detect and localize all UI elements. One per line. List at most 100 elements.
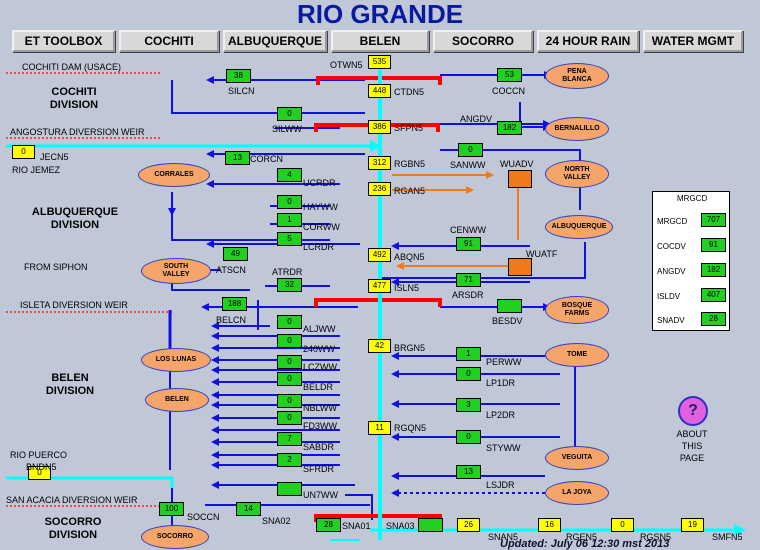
- station-cenww[interactable]: 91: [456, 237, 481, 251]
- station-sna02[interactable]: 14: [236, 502, 261, 516]
- station-besdv-label: BESDV: [492, 316, 523, 326]
- gauge-rgan5[interactable]: 236: [368, 182, 391, 196]
- legend-cocdv-value[interactable]: 91: [701, 238, 726, 252]
- station-sna01[interactable]: 28: [316, 518, 341, 532]
- station-hayww[interactable]: 0: [277, 195, 302, 209]
- division-albuquerque: ALBUQUERQUE DIVISION: [31, 206, 119, 231]
- station-silcn[interactable]: 38: [226, 69, 251, 83]
- updated-timestamp: Updated: July 06 12:30 mst 2013: [500, 538, 670, 550]
- legend-mrgcd-value[interactable]: 707: [701, 213, 726, 227]
- station-styww[interactable]: 0: [456, 430, 481, 444]
- nav-24-hour-rain[interactable]: 24 HOUR RAIN: [537, 30, 639, 52]
- place-south-valley[interactable]: SOUTH VALLEY: [141, 258, 211, 284]
- station-atscn[interactable]: 49: [223, 247, 248, 261]
- legend-cocdv-label: COCDV: [657, 242, 686, 251]
- station-sabdr[interactable]: 7: [277, 432, 302, 446]
- station-perww-label: PERWW: [486, 357, 522, 367]
- gauge-sfpn5[interactable]: 386: [368, 120, 391, 134]
- legend-title: MRGCD: [677, 194, 708, 203]
- help-question-icon[interactable]: ?: [678, 396, 708, 426]
- station-lp1dr-label: LP1DR: [486, 378, 516, 388]
- station-aljww[interactable]: 0: [277, 315, 302, 329]
- station-sna02-label: SNA02: [262, 516, 291, 526]
- station-coccn[interactable]: 53: [497, 68, 522, 82]
- gauge-rgen5[interactable]: 16: [538, 518, 561, 532]
- station-240ww[interactable]: 0: [277, 334, 302, 348]
- gauge-otwn5[interactable]: 535: [368, 55, 391, 69]
- station-beldr[interactable]: 0: [277, 372, 302, 386]
- station-silww-label: SILWW: [272, 124, 302, 134]
- nav-belen[interactable]: BELEN: [331, 30, 429, 52]
- station-lp1dr[interactable]: 0: [456, 367, 481, 381]
- place-los-lunas[interactable]: LOS LUNAS: [141, 348, 211, 372]
- station-corww[interactable]: 1: [277, 213, 302, 227]
- wastewater-plant-wuatf[interactable]: [508, 258, 532, 276]
- legend-isldv-value[interactable]: 407: [701, 288, 726, 302]
- place-corrales[interactable]: CORRALES: [138, 163, 210, 187]
- nav-socorro[interactable]: SOCORRO: [433, 30, 533, 52]
- nav-albuquerque[interactable]: ALBUQUERQUE: [223, 30, 327, 52]
- label-rio-jemez: RIO JEMEZ: [12, 165, 61, 175]
- station-lsjdr[interactable]: 13: [456, 465, 481, 479]
- place-albuquerque[interactable]: ALBUQUERQUE: [545, 215, 613, 239]
- station-atrdr[interactable]: 32: [277, 278, 302, 292]
- gauge-snan5[interactable]: 26: [457, 518, 480, 532]
- station-soccn-label: SOCCN: [187, 512, 220, 522]
- gauge-jecn5[interactable]: 0: [12, 145, 35, 159]
- about-this-page-link[interactable]: ABOUT THIS PAGE: [676, 429, 708, 463]
- station-sfrdr[interactable]: 2: [277, 453, 302, 467]
- station-lsjdr-label: LSJDR: [486, 480, 515, 490]
- station-lcrdr[interactable]: 5: [277, 232, 302, 246]
- place-bernalillo[interactable]: BERNALILLO: [545, 117, 609, 141]
- station-un7ww-label: UN7WW: [303, 490, 338, 500]
- station-un7ww[interactable]: [277, 482, 302, 496]
- nav-cochiti[interactable]: COCHITI: [119, 30, 219, 52]
- gauge-rgqn5[interactable]: 11: [368, 421, 391, 435]
- station-sabdr-label: SABDR: [303, 442, 335, 452]
- station-besdv[interactable]: [497, 299, 522, 313]
- station-soccn[interactable]: 100: [159, 502, 184, 516]
- label-rio-puerco: RIO PUERCO: [10, 450, 68, 460]
- station-ucrdr-label: UCRDR: [303, 178, 336, 188]
- gauge-isln5[interactable]: 477: [368, 279, 391, 293]
- gauge-rgbn5[interactable]: 312: [368, 156, 391, 170]
- station-perww[interactable]: 1: [456, 347, 481, 361]
- nav-water-mgmt[interactable]: WATER MGMT: [643, 30, 743, 52]
- station-corcn[interactable]: 13: [225, 151, 250, 165]
- station-angdv[interactable]: 182: [497, 121, 522, 135]
- place-veguita[interactable]: VEGUITA: [545, 446, 609, 470]
- nav-et-toolbox[interactable]: ET TOOLBOX: [12, 30, 115, 52]
- gauge-bndn5[interactable]: 0: [28, 466, 51, 480]
- place-pena-blanca[interactable]: PENA BLANCA: [545, 63, 609, 89]
- place-bosque-farms[interactable]: BOSQUE FARMS: [545, 296, 609, 324]
- place-socorro[interactable]: SOCORRO: [141, 525, 209, 549]
- station-corcn-label: CORCN: [250, 154, 283, 164]
- station-sna01-label: SNA01: [342, 521, 371, 531]
- place-tome[interactable]: TOME: [545, 343, 609, 367]
- station-belcn[interactable]: 188: [222, 297, 247, 311]
- place-belen[interactable]: BELEN: [145, 388, 209, 412]
- station-corww-label: CORWW: [303, 222, 340, 232]
- gauge-brgn5[interactable]: 42: [368, 339, 391, 353]
- gauge-ctdn5[interactable]: 448: [368, 84, 391, 98]
- legend-snadv-value[interactable]: 28: [701, 312, 726, 326]
- place-north-valley[interactable]: NORTH VALLEY: [545, 160, 609, 188]
- station-atscn-label: ATSCN: [216, 265, 246, 275]
- station-lczww[interactable]: 0: [277, 355, 302, 369]
- gauge-rgsn5[interactable]: 0: [611, 518, 634, 532]
- gauge-abqn5[interactable]: 492: [368, 248, 391, 262]
- station-sna03[interactable]: [418, 518, 443, 532]
- station-ucrdr[interactable]: 4: [277, 168, 302, 182]
- station-sanww[interactable]: 0: [458, 143, 483, 157]
- station-lp2dr[interactable]: 3: [456, 398, 481, 412]
- gauge-rgan5-label: RGAN5: [394, 186, 426, 196]
- legend-angdv-value[interactable]: 182: [701, 263, 726, 277]
- station-silww[interactable]: 0: [277, 107, 302, 121]
- station-arsdr[interactable]: 71: [456, 273, 481, 287]
- place-la-joya[interactable]: LA JOYA: [545, 481, 609, 505]
- wastewater-plant-wuadv[interactable]: [508, 170, 532, 188]
- station-fd3ww[interactable]: 0: [277, 411, 302, 425]
- gauge-smfn5[interactable]: 19: [681, 518, 704, 532]
- station-nblww[interactable]: 0: [277, 394, 302, 408]
